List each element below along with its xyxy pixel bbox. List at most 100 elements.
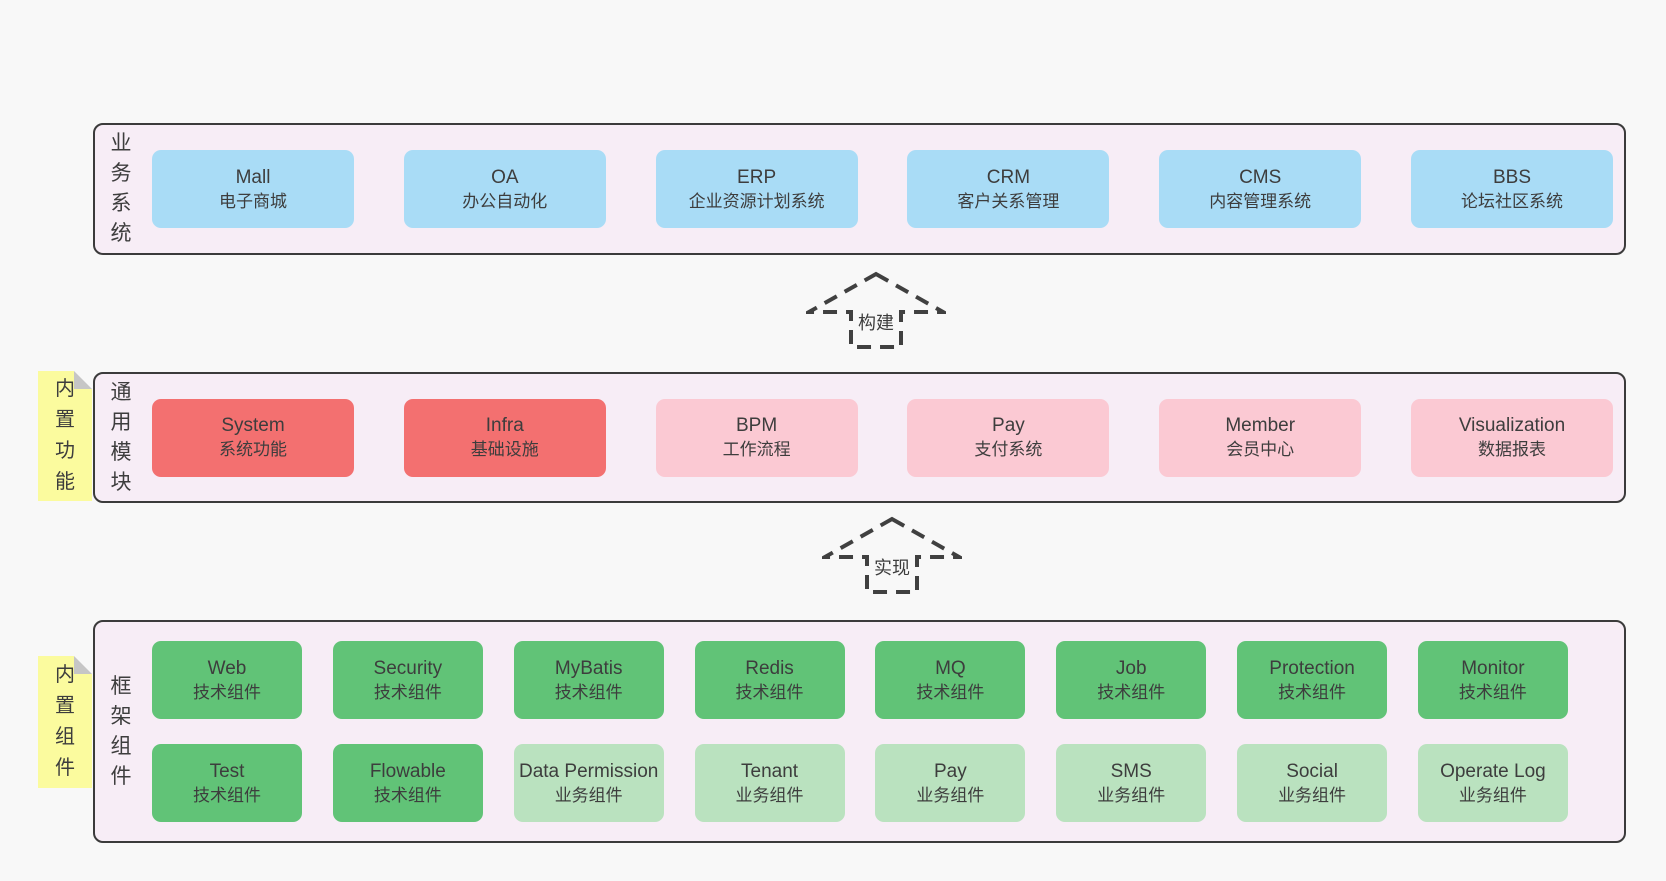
box-security: Security 技术组件 (332, 641, 483, 719)
box-subtitle: 技术组件 (1458, 682, 1527, 702)
box-subtitle: 数据报表 (1477, 440, 1546, 459)
box-subtitle: 技术组件 (735, 682, 804, 702)
layer-common-modules: 通用模块 System 系统功能 Infra 基础设施 BPM 工作流程 Pay… (93, 372, 1626, 503)
layer-label-text: 通用模块 (110, 380, 132, 494)
box-subtitle: 基础设施 (470, 440, 539, 459)
box-title: ERP (737, 166, 777, 188)
box-subtitle: 电子商城 (219, 191, 287, 211)
box-title: Web (207, 657, 247, 679)
box-title: BPM (736, 415, 778, 436)
sticky-note-text: 内置功能 (55, 378, 75, 493)
box-visualization: Visualization 数据报表 (1410, 398, 1613, 477)
box-subtitle: 内容管理系统 (1209, 191, 1312, 211)
box-subtitle: 客户关系管理 (957, 191, 1060, 211)
layer-business-systems: 业务系统 Mall 电子商城 OA 办公自动化 ERP 企业资源计划系统 CRM… (93, 123, 1626, 255)
layer-components-content: Web 技术组件 Security 技术组件 MyBatis 技术组件 Redi… (147, 622, 1624, 841)
layer-label-text: 框架组件 (110, 674, 132, 788)
box-title: OA (491, 166, 519, 188)
arrow-implement-label: 实现 (870, 556, 914, 580)
box-pay-module: Pay 支付系统 (907, 398, 1110, 477)
box-subtitle: 系统功能 (219, 440, 287, 459)
box-subtitle: 业务组件 (1278, 785, 1347, 805)
box-subtitle: 技术组件 (373, 785, 442, 805)
box-subtitle: 企业资源计划系统 (688, 191, 825, 211)
layer-business-content: Mall 电子商城 OA 办公自动化 ERP 企业资源计划系统 CRM 客户关系… (147, 125, 1624, 253)
box-subtitle: 业务组件 (735, 785, 804, 805)
box-subtitle: 支付系统 (974, 440, 1043, 459)
layer-framework-components: 框架组件 Web 技术组件 Security 技术组件 MyBatis 技术组件… (93, 620, 1626, 843)
box-title: CRM (986, 166, 1031, 188)
box-title: Infra (485, 415, 524, 436)
box-title: System (221, 415, 285, 436)
box-subtitle: 会员中心 (1226, 440, 1295, 459)
box-title: Member (1225, 415, 1296, 436)
box-title: Flowable (369, 760, 446, 782)
box-subtitle: 技术组件 (1278, 682, 1347, 702)
box-crm: CRM 客户关系管理 (907, 150, 1110, 228)
arrow-build-label: 构建 (854, 311, 898, 335)
box-title: Social (1286, 760, 1338, 782)
sticky-note-builtin-components: 内置组件 (38, 656, 92, 788)
layer-label-modules: 通用模块 (95, 374, 147, 501)
box-title: Job (1115, 657, 1147, 679)
box-redis: Redis 技术组件 (694, 641, 845, 719)
box-subtitle: 论坛社区系统 (1460, 191, 1563, 211)
box-title: MyBatis (554, 657, 623, 679)
box-title: Monitor (1461, 657, 1525, 679)
components-row-2: Test 技术组件 Flowable 技术组件 Data Permission … (152, 744, 1568, 822)
box-subtitle: 业务组件 (1458, 785, 1527, 805)
box-protection: Protection 技术组件 (1237, 641, 1388, 719)
box-subtitle: 技术组件 (373, 682, 442, 702)
layer-label-components: 框架组件 (95, 622, 147, 841)
box-subtitle: 办公自动化 (462, 191, 548, 211)
box-title: Test (209, 760, 245, 782)
box-subtitle: 技术组件 (193, 785, 261, 805)
box-subtitle: 技术组件 (1097, 682, 1166, 702)
box-mybatis: MyBatis 技术组件 (513, 641, 664, 719)
box-subtitle: 业务组件 (916, 785, 985, 805)
box-title: SMS (1110, 760, 1152, 782)
box-title: Protection (1269, 657, 1355, 679)
box-monitor: Monitor 技术组件 (1417, 641, 1568, 719)
box-subtitle: 技术组件 (554, 682, 623, 702)
box-title: Operate Log (1440, 760, 1546, 782)
box-pay-component: Pay 业务组件 (875, 744, 1026, 822)
arrow-build: 构建 (806, 271, 946, 350)
box-flowable: Flowable 技术组件 (332, 744, 483, 822)
box-data-permission: Data Permission 业务组件 (513, 744, 664, 822)
box-subtitle: 技术组件 (193, 682, 261, 702)
components-row-1: Web 技术组件 Security 技术组件 MyBatis 技术组件 Redi… (152, 641, 1568, 719)
box-oa: OA 办公自动化 (403, 150, 606, 228)
box-sms: SMS 业务组件 (1056, 744, 1207, 822)
layer-label-business: 业务系统 (95, 125, 147, 253)
box-title: Tenant (741, 760, 799, 782)
box-title: Redis (745, 657, 794, 679)
box-title: Security (373, 657, 443, 679)
layer-label-text: 业务系统 (110, 132, 132, 245)
box-erp: ERP 企业资源计划系统 (655, 150, 858, 228)
box-infra: Infra 基础设施 (403, 398, 606, 477)
box-title: Pay (934, 760, 967, 782)
box-subtitle: 技术组件 (916, 682, 985, 702)
folded-corner-icon (74, 371, 92, 389)
arrow-implement: 实现 (822, 516, 962, 595)
box-web: Web 技术组件 (152, 641, 302, 719)
box-cms: CMS 内容管理系统 (1159, 150, 1362, 228)
box-subtitle: 业务组件 (1097, 785, 1166, 805)
folded-corner-icon (74, 656, 92, 674)
box-bbs: BBS 论坛社区系统 (1410, 150, 1613, 228)
box-social: Social 业务组件 (1237, 744, 1388, 822)
box-title: MQ (935, 657, 966, 679)
box-mq: MQ 技术组件 (875, 641, 1026, 719)
box-tenant: Tenant 业务组件 (694, 744, 845, 822)
box-subtitle: 工作流程 (722, 440, 791, 459)
box-bpm: BPM 工作流程 (655, 398, 858, 477)
box-subtitle: 业务组件 (554, 785, 623, 805)
box-system: System 系统功能 (152, 398, 354, 477)
box-member: Member 会员中心 (1159, 398, 1362, 477)
box-operate-log: Operate Log 业务组件 (1417, 744, 1568, 822)
box-title: BBS (1492, 166, 1531, 188)
sticky-note-text: 内置组件 (55, 664, 75, 779)
box-title: Visualization (1458, 415, 1566, 436)
